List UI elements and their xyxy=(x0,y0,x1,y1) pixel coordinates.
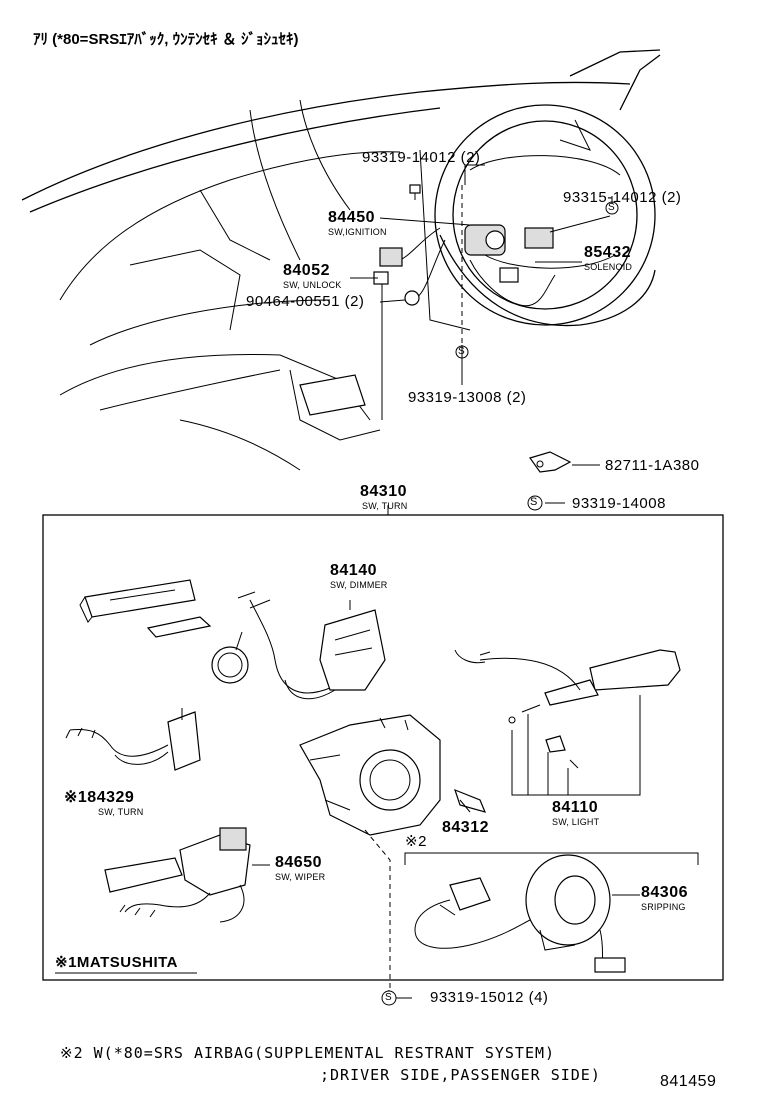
dashboard-outline xyxy=(21,49,661,471)
part-85432-name: SOLENOID xyxy=(584,262,633,272)
part-82711 xyxy=(529,451,572,473)
s-mark-2: S xyxy=(458,346,465,357)
footnote-line-2: ;DRIVER SIDE,PASSENGER SIDE) xyxy=(320,1066,601,1084)
mark2-bracket xyxy=(404,852,699,865)
turn-light-lever xyxy=(454,649,681,796)
combination-switch-body xyxy=(299,714,441,990)
part-84140-number: 84140 xyxy=(330,562,377,579)
part-82711-1A380: 82711-1A380 xyxy=(605,457,700,474)
part-84052-name: SW, UNLOCK xyxy=(283,280,342,290)
part-84450-number: 84450 xyxy=(328,209,375,226)
part-84110-name: SW, LIGHT xyxy=(552,817,600,827)
mark-2-label: ※2 xyxy=(405,833,427,850)
part-84310-number: 84310 xyxy=(360,483,407,500)
bottom-screw xyxy=(388,990,412,999)
header-title: ｱﾘ (*80=SRSｴｱﾊﾞｯｸ, ｳﾝﾃﾝｾｷ ＆ ｼﾞｮｼｭｾｷ) xyxy=(33,31,299,48)
part-84310-name: SW, TURN xyxy=(362,501,408,511)
part-84329-name: SW, TURN xyxy=(98,807,144,817)
part-93319-15012: 93319-15012 (4) xyxy=(430,989,549,1006)
part-93319-13008: 93319-13008 (2) xyxy=(408,389,527,406)
part-84329-number: ※184329 xyxy=(64,789,135,806)
part-84306-name: SRIPPING xyxy=(641,902,686,912)
part-84140-name: SW, DIMMER xyxy=(330,580,388,590)
part-85432-number: 85432 xyxy=(584,244,631,261)
drawing-number: 841459 xyxy=(660,1073,717,1090)
spiral-cable xyxy=(414,854,640,973)
turn-switch-84329 xyxy=(65,708,201,771)
maker-label: ※1MATSUSHITA xyxy=(55,954,179,971)
connector-blocks xyxy=(79,579,249,684)
assembly-box xyxy=(42,514,724,981)
part-90464-00551: 90464-00551 (2) xyxy=(246,293,365,310)
dimmer-switch xyxy=(237,591,386,700)
part-84312-number: 84312 xyxy=(442,819,489,836)
part-84650-number: 84650 xyxy=(275,854,322,871)
leader-lines-top xyxy=(350,164,613,504)
part-93319-14008: 93319-14008 xyxy=(572,495,666,512)
part-93315-14012: 93315-14012 (2) xyxy=(563,189,682,206)
ignition-parts xyxy=(373,184,556,420)
part-84450-name: SW,IGNITION xyxy=(328,227,387,237)
steering-wheel xyxy=(434,104,656,327)
s-mark-4: S xyxy=(385,992,392,1003)
part-84052-number: 84052 xyxy=(283,262,330,279)
s-mark-3: S xyxy=(530,496,538,508)
footnote-line-1: ※2 W(*80=SRS AIRBAG(SUPPLEMENTAL RESTRAN… xyxy=(60,1044,556,1062)
part-84110-number: 84110 xyxy=(552,799,599,816)
wiper-switch xyxy=(104,827,270,923)
pin-84312 xyxy=(454,788,487,813)
part-93319-14012: 93319-14012 (2) xyxy=(362,149,481,166)
part-84650-name: SW, WIPER xyxy=(275,872,326,882)
part-84306-number: 84306 xyxy=(641,884,688,901)
s-mark-1: S xyxy=(608,202,615,213)
